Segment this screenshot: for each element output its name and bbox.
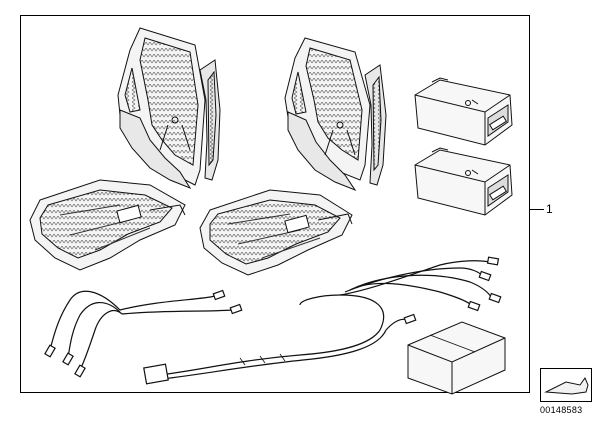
callout-leader-line [530, 209, 544, 210]
control-module-lower [414, 147, 513, 216]
small-parts-box [407, 321, 506, 395]
backrest-heating-mat-right [284, 37, 387, 192]
control-module-upper [414, 77, 513, 146]
callout-number: 1 [546, 202, 553, 216]
backrest-heating-mat-left [117, 27, 221, 190]
seat-cushion-heating-mat-right [199, 189, 353, 276]
diagram-frame [20, 15, 530, 393]
wiring-harness-left [44, 289, 243, 378]
reference-code: 00148583 [540, 405, 583, 415]
seat-cushion-heating-mat-left [29, 179, 186, 271]
reference-box [540, 368, 592, 402]
reference-arrow-icon [544, 376, 589, 395]
wiring-harness-right [143, 256, 502, 385]
